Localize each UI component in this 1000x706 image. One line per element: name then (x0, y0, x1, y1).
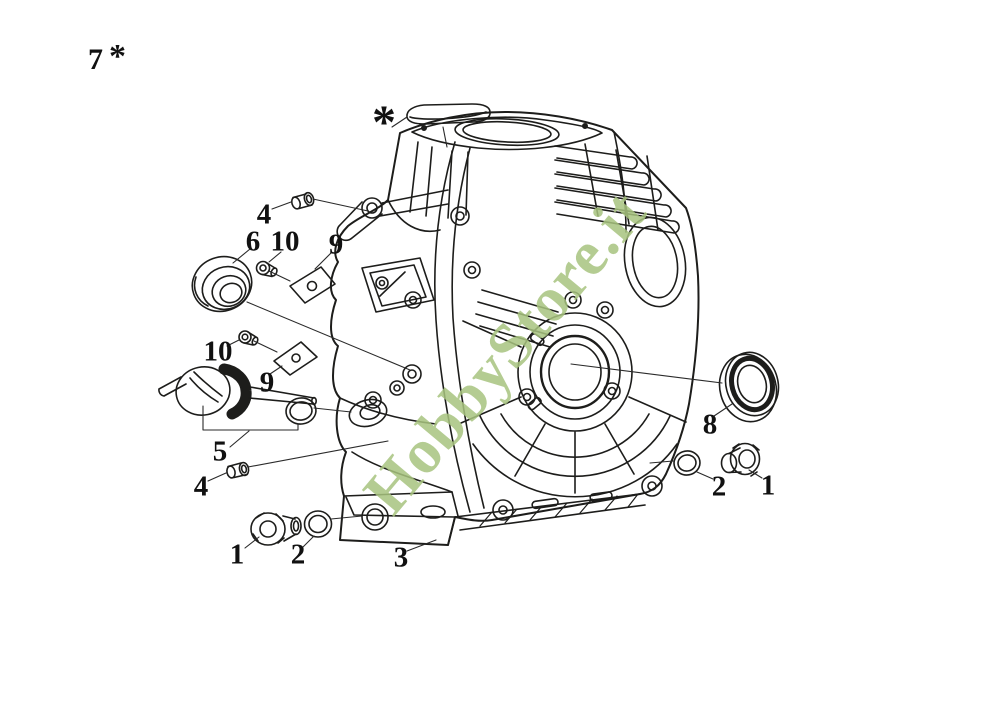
callout-9: 9 (259, 366, 275, 399)
part-dipstick (158, 363, 317, 420)
callout-2: 2 (711, 470, 727, 503)
part-plate-lower (273, 341, 318, 376)
callout-4: 4 (193, 470, 209, 503)
part-washer-left (303, 510, 333, 538)
callout-1: 1 (760, 469, 776, 502)
gasket-asterisk-marker: * (372, 96, 396, 149)
part-oil-seal (718, 351, 780, 423)
callout-9: 9 (328, 228, 344, 261)
part-dowel-pin-lower (226, 461, 250, 479)
bolt-bosses (361, 197, 663, 521)
figure-reference: 7* (88, 40, 126, 76)
part-dowel-pin-top (290, 191, 315, 210)
callout-6: 6 (245, 225, 261, 258)
callout-4: 4 (256, 198, 272, 231)
part-plug-right (720, 442, 761, 477)
callout-10: 10 (203, 335, 233, 368)
part-plate-top (289, 266, 336, 304)
part-oring (285, 397, 317, 425)
part-bearing (191, 255, 253, 313)
figure-number: 7 (88, 43, 103, 76)
callout-10: 10 (270, 225, 300, 258)
callout-5: 5 (212, 435, 228, 468)
part-washer-right (673, 450, 701, 476)
part-drain-plug-left (250, 512, 302, 546)
callout-2: 2 (290, 538, 306, 571)
figure-asterisk: * (109, 38, 126, 75)
part-screw-lower (238, 330, 259, 346)
crankcase-drawing (330, 111, 700, 546)
leader-lines (202, 116, 763, 552)
callout-3: 3 (393, 541, 409, 574)
callout-1: 1 (229, 538, 245, 571)
callout-8: 8 (702, 408, 718, 441)
part-head-gasket (406, 103, 491, 125)
part-screw-top (255, 260, 278, 278)
